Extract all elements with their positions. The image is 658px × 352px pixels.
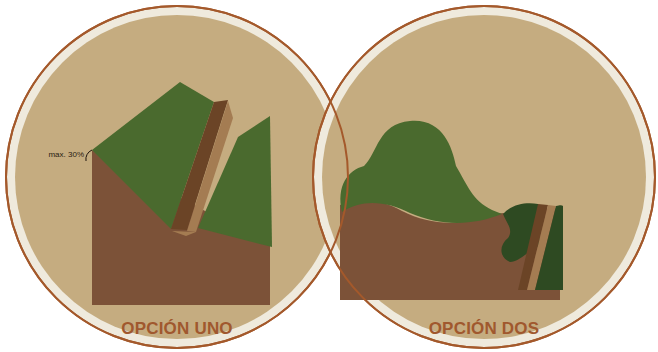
circle-outline <box>5 5 349 349</box>
option-title: OPCIÓN UNO <box>121 319 233 339</box>
circle-ring <box>6 6 348 348</box>
circle-border <box>6 6 348 348</box>
option-title: OPCIÓN DOS <box>429 319 540 339</box>
circle-ring <box>313 6 655 348</box>
circle-disk <box>15 15 339 339</box>
option-circle: OPCIÓN UNO <box>5 5 349 349</box>
circle-disk <box>322 15 646 339</box>
slope-note: max. 30% <box>48 150 84 159</box>
circle-outline <box>312 5 656 349</box>
circle-border <box>313 6 655 348</box>
slope-terrain <box>86 82 272 305</box>
angle-arc <box>86 150 92 161</box>
hill-terrain <box>340 121 563 300</box>
option-circle: OPCIÓN DOS <box>312 5 656 349</box>
